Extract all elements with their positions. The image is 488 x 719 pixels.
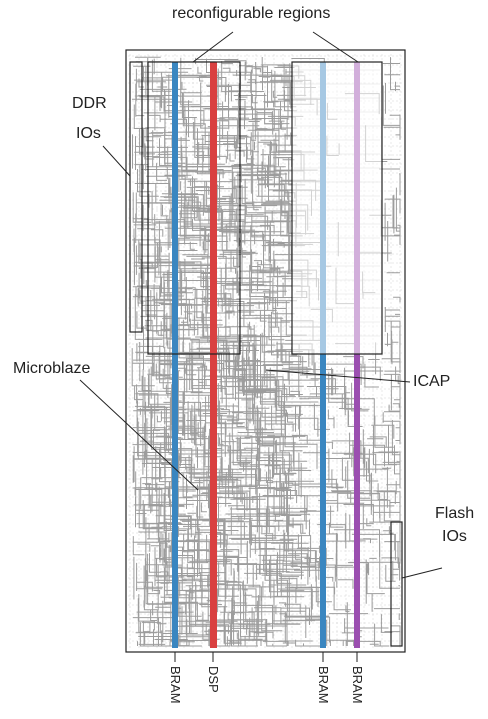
bram-label-3: BRAM [350,666,365,704]
callout-line-microblaze [79,379,199,491]
ddr-label-line1: DDR [72,95,107,112]
callout-line-region-2 [312,31,359,63]
bram-label-2: BRAM [316,666,331,704]
reconfigurable-region-1 [147,61,241,355]
bram-column-3 [354,62,360,648]
callout-line-region-1 [192,31,234,63]
bram-column-2 [320,62,326,648]
icap-label: ICAP [413,373,451,390]
reconfigurable-region-2 [291,61,383,355]
callout-line-ddr [102,145,131,177]
bram-label-1: BRAM [168,666,183,704]
microblaze-label: Microblaze [13,360,91,377]
flash-label-line2: IOs [442,528,467,545]
callout-line-icap [265,369,411,383]
callout-line-flash [401,567,443,579]
flash-label-line1: Flash [435,505,475,522]
ddr-label-line2: IOs [76,125,101,142]
dsp-label: DSP [206,666,221,693]
ddr-io-box [129,61,143,333]
bram-column-1 [172,62,178,648]
dsp-column [210,62,217,648]
flash-io-box [390,521,403,647]
reconfigurable-regions-label: reconfigurable regions [172,5,331,22]
